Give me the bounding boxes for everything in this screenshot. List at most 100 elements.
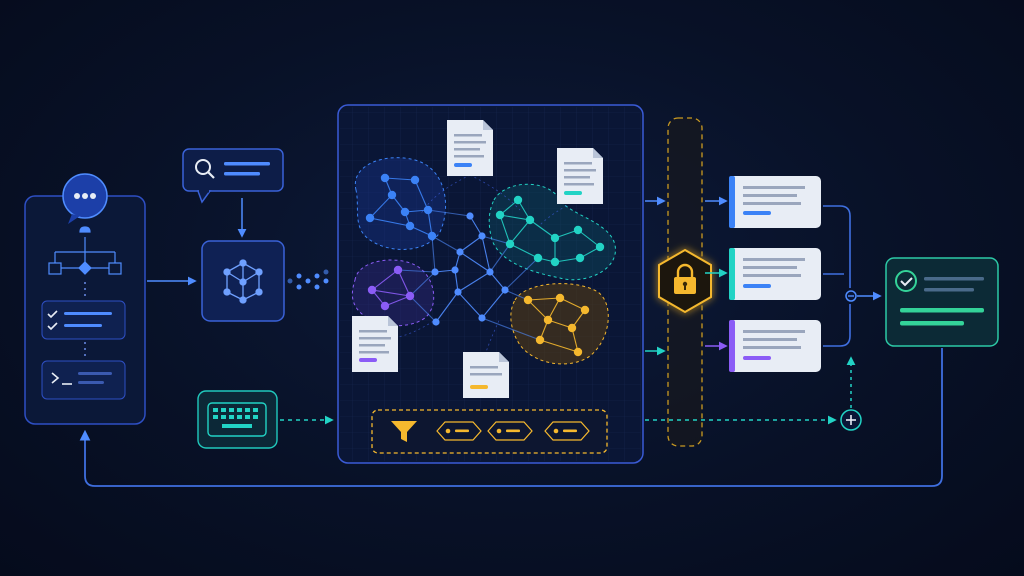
graph-node[interactable]: [432, 318, 440, 326]
graph-edge: [409, 295, 437, 323]
graph-edge: [527, 297, 561, 301]
graph-edge: [529, 219, 556, 239]
agent-panel: [24, 173, 146, 425]
filter-bar[interactable]: [371, 409, 608, 454]
graph-edge: [371, 269, 399, 291]
graph-edge: [409, 271, 436, 297]
plus-circle-icon: [840, 409, 862, 431]
tree-hierarchy-icon: [48, 226, 122, 275]
graph-node[interactable]: [423, 205, 433, 215]
graph-node[interactable]: [567, 323, 577, 333]
graph-node[interactable]: [478, 314, 486, 322]
graph-node[interactable]: [387, 190, 397, 200]
graph-node[interactable]: [367, 285, 377, 295]
knowledge-graph-panel: [337, 104, 644, 464]
graph-edge: [431, 235, 461, 253]
graph-node[interactable]: [410, 175, 420, 185]
graph-node[interactable]: [533, 253, 543, 263]
output-card-cyan: [729, 248, 821, 300]
checklist-icon: [41, 300, 126, 340]
graph-node[interactable]: [523, 295, 533, 305]
graph-edge: [481, 235, 491, 273]
embedding-node: [201, 240, 285, 322]
graph-node[interactable]: [400, 207, 410, 217]
search-icon: [195, 159, 215, 179]
graph-node[interactable]: [431, 268, 439, 276]
graph-node[interactable]: [501, 286, 509, 294]
graph-node[interactable]: [513, 195, 523, 205]
graph-edge: [414, 179, 429, 211]
keyboard-icon: [207, 402, 267, 437]
graph-node[interactable]: [486, 268, 494, 276]
graph-node[interactable]: [466, 212, 474, 220]
graph-node[interactable]: [550, 257, 560, 267]
graph-node[interactable]: [525, 215, 535, 225]
chat-bubble-icon: [62, 173, 108, 224]
merge-node-icon: [845, 290, 857, 302]
graph-edge: [427, 209, 471, 217]
graph-edge: [435, 291, 459, 323]
filter-tag[interactable]: [487, 421, 533, 441]
graph-edge: [509, 219, 531, 245]
graph-edge: [481, 317, 541, 341]
graph-node[interactable]: [535, 335, 545, 345]
graph-node[interactable]: [575, 253, 585, 263]
graph-edge: [397, 269, 411, 297]
graph-edge: [504, 257, 539, 291]
graph-edge: [459, 251, 491, 273]
graph-edge: [454, 269, 459, 293]
feedback-loop: [79, 348, 943, 487]
graph-node[interactable]: [573, 347, 583, 357]
graph-edge: [469, 215, 483, 237]
document-amber: [463, 352, 509, 398]
output-card-blue: [729, 176, 821, 228]
graph-edge: [371, 289, 411, 297]
graph-node[interactable]: [456, 248, 464, 256]
graph-node[interactable]: [555, 293, 565, 303]
graph-node[interactable]: [505, 239, 515, 249]
graph-edge: [499, 214, 531, 221]
result-panel: [885, 257, 999, 347]
graph-edge: [577, 229, 601, 248]
graph-node[interactable]: [454, 288, 462, 296]
graph-edge: [431, 235, 436, 273]
graph-edge: [539, 339, 579, 353]
graph-edge: [481, 235, 511, 245]
graph-node[interactable]: [427, 231, 437, 241]
graph-node[interactable]: [380, 301, 390, 311]
graph-edge: [509, 243, 539, 259]
graph-edge: [559, 297, 586, 311]
graph-node[interactable]: [393, 265, 403, 275]
graph-edge: [527, 299, 549, 321]
graph-node[interactable]: [405, 291, 415, 301]
graph-edge: [489, 243, 511, 273]
graph-edge: [427, 209, 433, 237]
graph-edge: [369, 194, 393, 219]
graph-edge: [369, 217, 411, 227]
data-stream-dots: [287, 269, 329, 290]
keyboard-input: [197, 390, 278, 449]
graph-node[interactable]: [543, 315, 553, 325]
filter-tag[interactable]: [436, 421, 482, 441]
graph-edge: [547, 319, 573, 329]
graph-node[interactable]: [580, 305, 590, 315]
graph-edge: [459, 235, 483, 253]
graph-node[interactable]: [595, 242, 605, 252]
document-blue: [447, 120, 493, 176]
graph-node[interactable]: [478, 232, 486, 240]
filter-tag[interactable]: [544, 421, 590, 441]
graph-node[interactable]: [380, 173, 390, 183]
graph-node[interactable]: [495, 210, 505, 220]
graph-edge: [489, 271, 506, 291]
graph-node[interactable]: [550, 233, 560, 243]
graph-edge: [499, 214, 511, 245]
filter-funnel-icon: [391, 421, 417, 442]
graph-edge: [384, 177, 416, 181]
graph-node[interactable]: [365, 213, 375, 223]
graph-node[interactable]: [405, 221, 415, 231]
document-purple: [352, 316, 398, 372]
terminal-icon: [41, 360, 126, 400]
graph-node[interactable]: [573, 225, 583, 235]
graph-node[interactable]: [451, 266, 459, 274]
